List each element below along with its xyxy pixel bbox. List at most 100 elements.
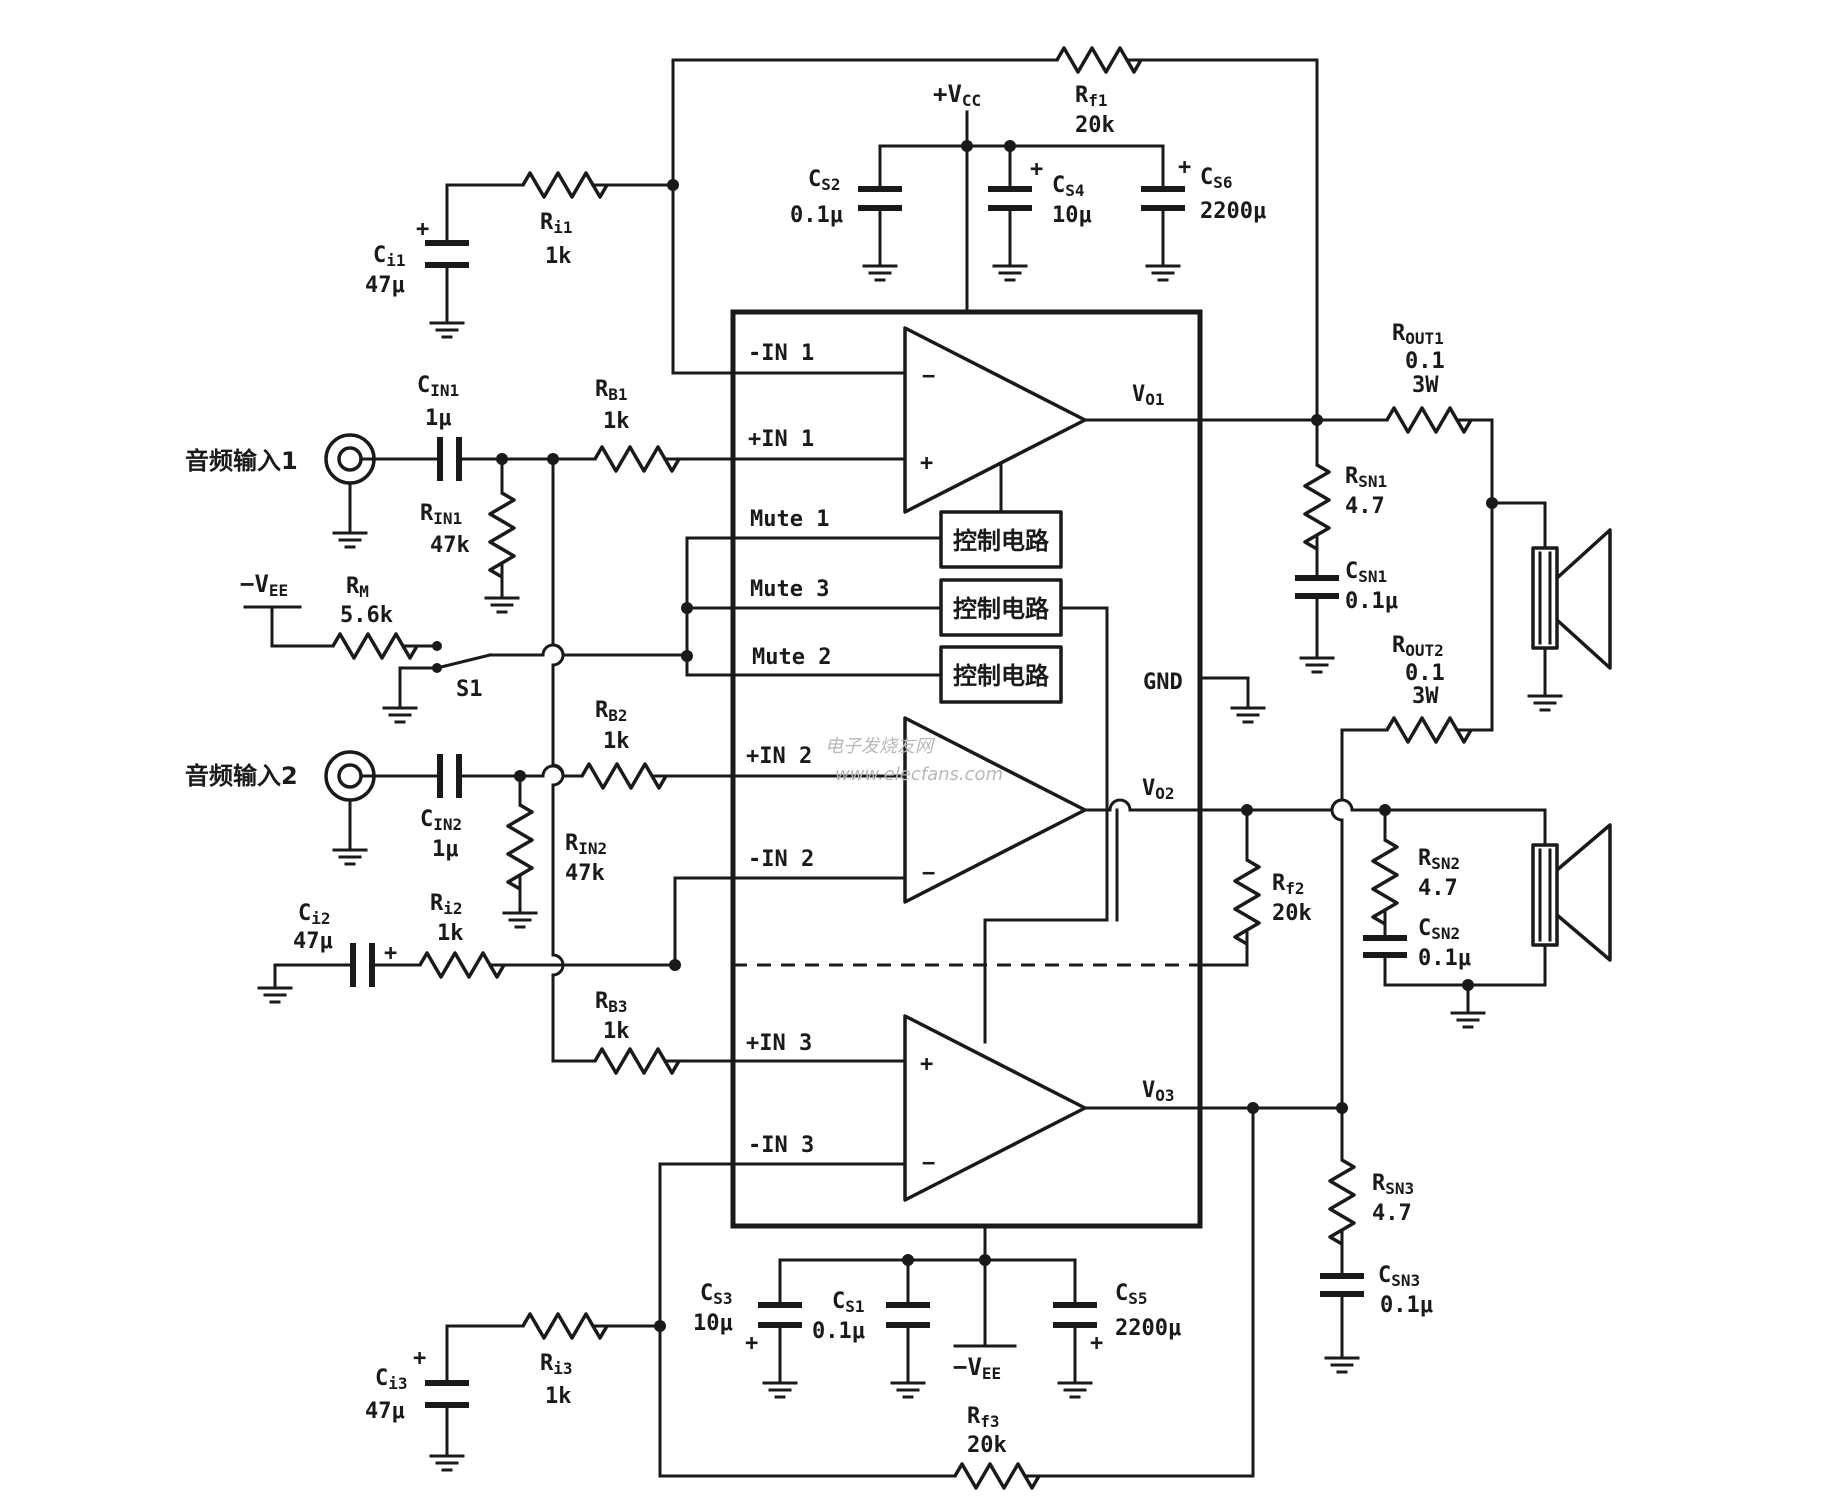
watermark-url: www.elecfans.com [835, 764, 1003, 785]
opamp-3: + − [903, 1014, 1087, 1202]
cs3-value: 10μ [693, 1311, 733, 1336]
pin-label-vo2: VO2 [1142, 776, 1175, 803]
rsn3-value: 4.7 [1372, 1201, 1412, 1226]
rf2-value: 20k [1272, 901, 1312, 926]
cs3-label: CS3 [700, 1281, 733, 1308]
rout1-power: 3W [1412, 373, 1439, 398]
rsn2-label: RSN2 [1418, 846, 1460, 873]
rb2-value: 1k [603, 729, 630, 754]
svg-text:+: + [416, 217, 429, 242]
ri3-value: 1k [545, 1384, 572, 1409]
pin-label: +IN 3 [746, 1031, 812, 1056]
pin-label: -IN 2 [748, 847, 814, 872]
ci3-label: Ci3 [375, 1366, 408, 1393]
pin-label: Mute 3 [750, 577, 829, 602]
pin-label: -IN 1 [748, 341, 814, 366]
rb1-label: RB1 [595, 377, 628, 404]
svg-text:+: + [413, 1346, 426, 1371]
control-block-label: 控制电路 [953, 595, 1050, 623]
rout2-label: ROUT2 [1392, 633, 1444, 660]
rb1-value: 1k [603, 409, 630, 434]
rf3-label: Rf3 [967, 1404, 1000, 1431]
vcc-label: +VCC [933, 80, 981, 110]
svg-text:−: − [922, 861, 935, 886]
rsn1-label: RSN1 [1345, 464, 1387, 491]
svg-text:+: + [1178, 155, 1191, 180]
pin-label-vo1: VO1 [1132, 382, 1165, 409]
rf1-label: Rf1 [1075, 83, 1108, 110]
rb2-label: RB2 [595, 698, 628, 725]
speaker-1-icon [1527, 501, 1612, 712]
cin2-label: CIN2 [420, 807, 462, 834]
csn2-value: 0.1μ [1418, 946, 1471, 971]
ci3-value: 47μ [365, 1399, 405, 1424]
cs4-label: CS4 [1052, 173, 1085, 200]
rout1-value: 0.1 [1405, 349, 1445, 374]
cs4-value: 10μ [1052, 203, 1092, 228]
csn2-label: CSN2 [1418, 916, 1460, 943]
pin-label: +IN 2 [746, 744, 812, 769]
svg-text:−: − [922, 1151, 935, 1176]
ri3-label: Ri3 [540, 1351, 573, 1378]
pin-label: Mute 1 [750, 507, 829, 532]
cs5-label: CS5 [1115, 1281, 1148, 1308]
csn1-label: CSN1 [1345, 559, 1387, 586]
ci2-value: 47μ [293, 929, 333, 954]
csn1-value: 0.1μ [1345, 589, 1398, 614]
svg-text:+: + [745, 1331, 758, 1356]
rsn2-value: 4.7 [1418, 876, 1458, 901]
watermark-cn: 电子发烧友网 [825, 736, 935, 757]
pin-label-gnd: GND [1143, 670, 1183, 695]
audio-input-1-label: 音频输入1 [185, 447, 298, 475]
switch-s1 [382, 641, 492, 724]
ri1-label: Ri1 [540, 210, 573, 237]
rf1-value: 20k [1075, 113, 1115, 138]
rsn3-label: RSN3 [1372, 1171, 1414, 1198]
control-block-label: 控制电路 [953, 527, 1050, 555]
vee-bottom-label: −VEE [953, 1353, 1001, 1383]
rout2-value: 0.1 [1405, 661, 1445, 686]
svg-text:+: + [1030, 157, 1043, 182]
cs6-label: CS6 [1200, 165, 1233, 192]
rin2-value: 47k [565, 861, 605, 886]
rf3-value: 20k [967, 1433, 1007, 1458]
cin1-value: 1μ [425, 406, 452, 431]
rb3-label: RB3 [595, 989, 628, 1016]
svg-text:−: − [922, 364, 935, 389]
rin1-label: RIN1 [420, 501, 462, 528]
cs5-value: 2200μ [1115, 1316, 1181, 1341]
audio-input-2-label: 音频输入2 [185, 762, 298, 790]
rm-value: 5.6k [340, 603, 393, 628]
rsn1-value: 4.7 [1345, 494, 1385, 519]
svg-text:+: + [1090, 1331, 1103, 1356]
ri2-label: Ri2 [430, 891, 463, 918]
opamp-1: − + [903, 326, 1087, 514]
ci1-label: Ci1 [373, 243, 406, 270]
opamp-2: − [903, 716, 1087, 904]
ri2-value: 1k [437, 921, 464, 946]
speaker-2-icon [1531, 808, 1612, 987]
vee-top-label: −VEE [240, 570, 288, 600]
cin2-value: 1μ [432, 837, 459, 862]
cs1-label: CS1 [832, 1289, 865, 1316]
pin-label: -IN 3 [748, 1133, 814, 1158]
control-block-label: 控制电路 [953, 662, 1050, 690]
rm-label: RM [346, 574, 369, 601]
svg-text:+: + [920, 1052, 933, 1077]
ri1-value: 1k [545, 244, 572, 269]
rout2-power: 3W [1412, 684, 1439, 709]
s1-label: S1 [456, 677, 483, 702]
cin1-label: CIN1 [417, 373, 459, 400]
rin1-value: 47k [430, 533, 470, 558]
pin-label: Mute 2 [752, 645, 831, 670]
csn3-value: 0.1μ [1380, 1293, 1433, 1318]
rb3-value: 1k [603, 1019, 630, 1044]
cs6-value: 2200μ [1200, 199, 1266, 224]
svg-text:+: + [920, 451, 933, 476]
pin-label: +IN 1 [748, 427, 814, 452]
rin2-label: RIN2 [565, 831, 607, 858]
ci1-value: 47μ [365, 273, 405, 298]
cs2-value: 0.1μ [790, 203, 843, 228]
pin-label-vo3: VO3 [1142, 1078, 1175, 1105]
